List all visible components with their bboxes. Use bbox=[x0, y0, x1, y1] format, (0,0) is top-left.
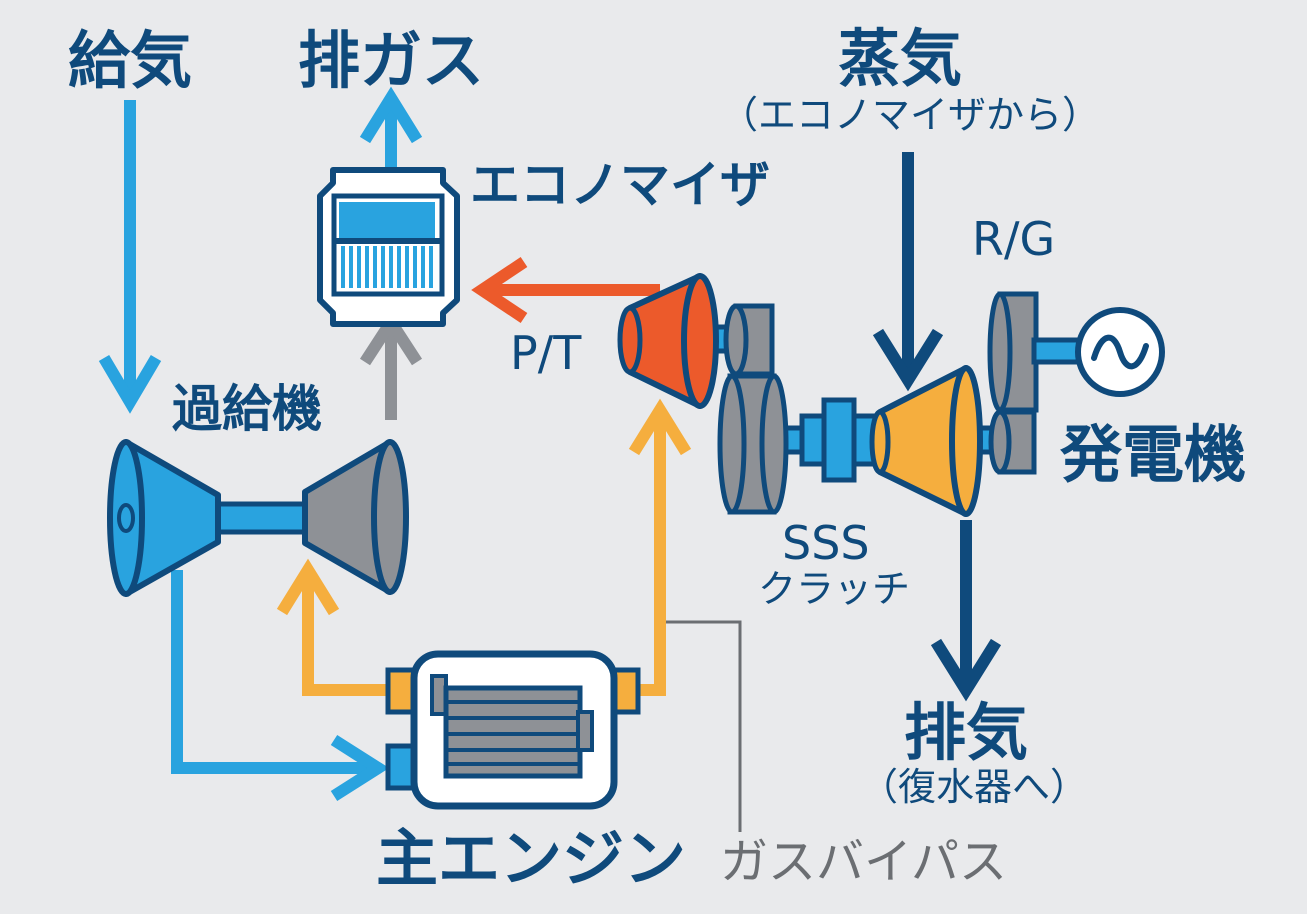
exhaust-gas-label: 排ガス bbox=[298, 24, 485, 97]
exhaust-note-label: （復水器へ） bbox=[860, 765, 1089, 809]
reduction-gear bbox=[987, 291, 1083, 475]
turbocharger-label: 過給機 bbox=[172, 380, 322, 438]
sss-label: SSS bbox=[782, 516, 870, 570]
generator bbox=[1075, 307, 1165, 397]
exhaust-label: 排気 bbox=[904, 696, 1029, 769]
pt-exhaust-to-economizer-arrow bbox=[471, 257, 660, 323]
main-engine bbox=[385, 650, 641, 810]
economizer-label: エコノマイザ bbox=[470, 156, 770, 214]
main-engine-label: 主エンジン bbox=[376, 822, 687, 895]
engine-exhaust-to-pt-arrow bbox=[628, 398, 692, 696]
steam-label: 蒸気 bbox=[838, 22, 963, 95]
exhaust-gas-arrow bbox=[359, 86, 423, 168]
clutch-label: クラッチ bbox=[758, 567, 911, 611]
steam-exhaust-arrow bbox=[930, 520, 1002, 702]
supply-air-arrow bbox=[98, 100, 162, 414]
sss-clutch-train bbox=[717, 373, 893, 515]
gas-bypass-leader bbox=[666, 620, 742, 832]
engine-exhaust-to-turbine-arrow bbox=[276, 558, 392, 696]
pt-label: P/T bbox=[510, 326, 582, 380]
supply-air-label: 給気 bbox=[68, 24, 193, 97]
rg-label: R/G bbox=[972, 212, 1056, 266]
turbocharger bbox=[107, 439, 409, 597]
steam-inlet-arrow bbox=[872, 152, 944, 392]
turbine-exhaust-arrow bbox=[359, 310, 423, 420]
power-turbine bbox=[617, 273, 775, 409]
generator-label: 発電機 bbox=[1060, 418, 1247, 491]
gas-bypass-label: ガスバイパス bbox=[720, 834, 1008, 890]
steam-note-label: （エコノマイザから） bbox=[720, 93, 1101, 137]
sine-wave-icon bbox=[1091, 334, 1149, 370]
economizer-unit bbox=[317, 167, 460, 327]
charge-air-arrow bbox=[171, 570, 390, 802]
